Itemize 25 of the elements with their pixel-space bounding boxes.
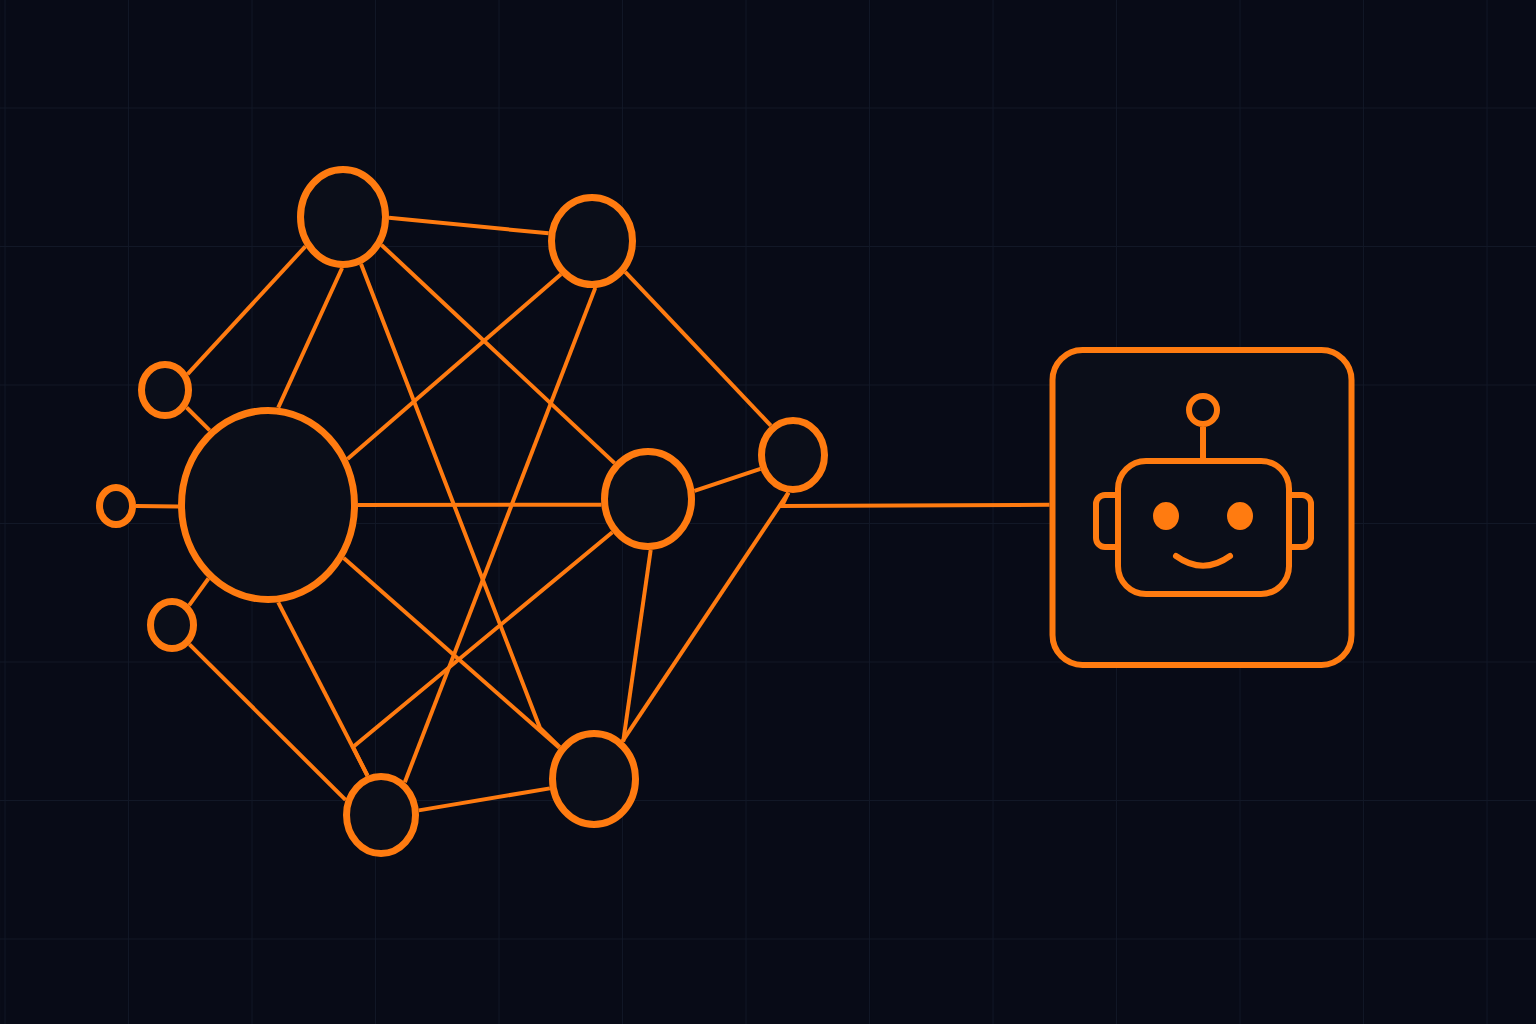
connector-line [187,577,211,607]
connector-line [350,530,614,777]
connector-line [358,502,602,507]
connector-line [188,642,347,802]
connector-line [623,270,773,427]
connector-line [388,215,549,236]
connector-line [402,287,598,783]
connector-line [621,549,653,742]
connector-line [185,406,212,432]
connector-line [186,245,307,376]
connector-line [276,267,344,409]
circle-node [138,361,192,419]
connector-line [778,491,1050,508]
connector-line [418,786,551,813]
circle-node [147,598,197,652]
connector-line [380,243,616,465]
circle-node [178,407,358,603]
connector-line [342,556,561,750]
circle-node [96,484,136,528]
connector-line [346,272,563,461]
connector-line [136,504,179,509]
rounded-box [1049,347,1355,668]
connector-line [359,263,562,749]
robot-icon [1093,393,1314,597]
connector-line [693,466,762,493]
